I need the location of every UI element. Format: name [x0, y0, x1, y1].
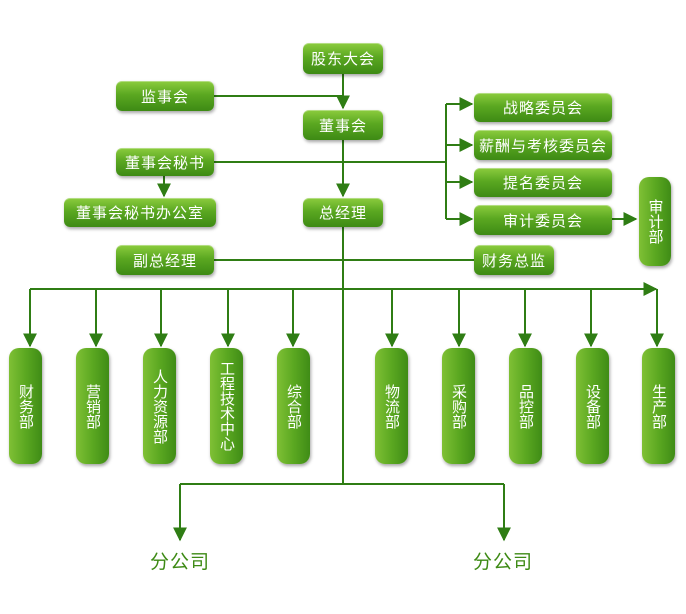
node-cfo: 财务总监 [474, 245, 554, 275]
dept-box: 营销部 [76, 348, 109, 464]
node-board: 董事会 [303, 110, 383, 140]
node-secretary-office: 董事会秘书办公室 [64, 198, 216, 227]
branch-label: 分公司 [150, 551, 211, 573]
node-shareholders: 股东大会 [303, 43, 383, 74]
dept-box: 设备部 [576, 348, 609, 464]
node-audit-committee: 审计委员会 [474, 205, 612, 235]
dept-box: 品控部 [509, 348, 542, 464]
node-deputy-gm: 副总经理 [116, 245, 214, 275]
branch-label: 分公司 [473, 551, 534, 573]
node-strategy-committee: 战略委员会 [474, 93, 612, 122]
dept-box: 采购部 [442, 348, 475, 464]
dept-box: 人力资源部 [143, 348, 176, 464]
node-audit-dept: 审计部 [639, 177, 671, 266]
dept-box: 生产部 [642, 348, 675, 464]
node-nomination-committee: 提名委员会 [474, 168, 612, 197]
node-general-manager: 总经理 [303, 198, 383, 227]
dept-box: 财务部 [9, 348, 42, 464]
dept-box: 物流部 [375, 348, 408, 464]
dept-box: 综合部 [277, 348, 310, 464]
node-compensation-committee: 薪酬与考核委员会 [474, 130, 612, 160]
node-supervisors: 监事会 [116, 81, 214, 111]
node-board-secretary: 董事会秘书 [116, 148, 214, 176]
dept-box: 工程技术中心 [210, 348, 243, 464]
